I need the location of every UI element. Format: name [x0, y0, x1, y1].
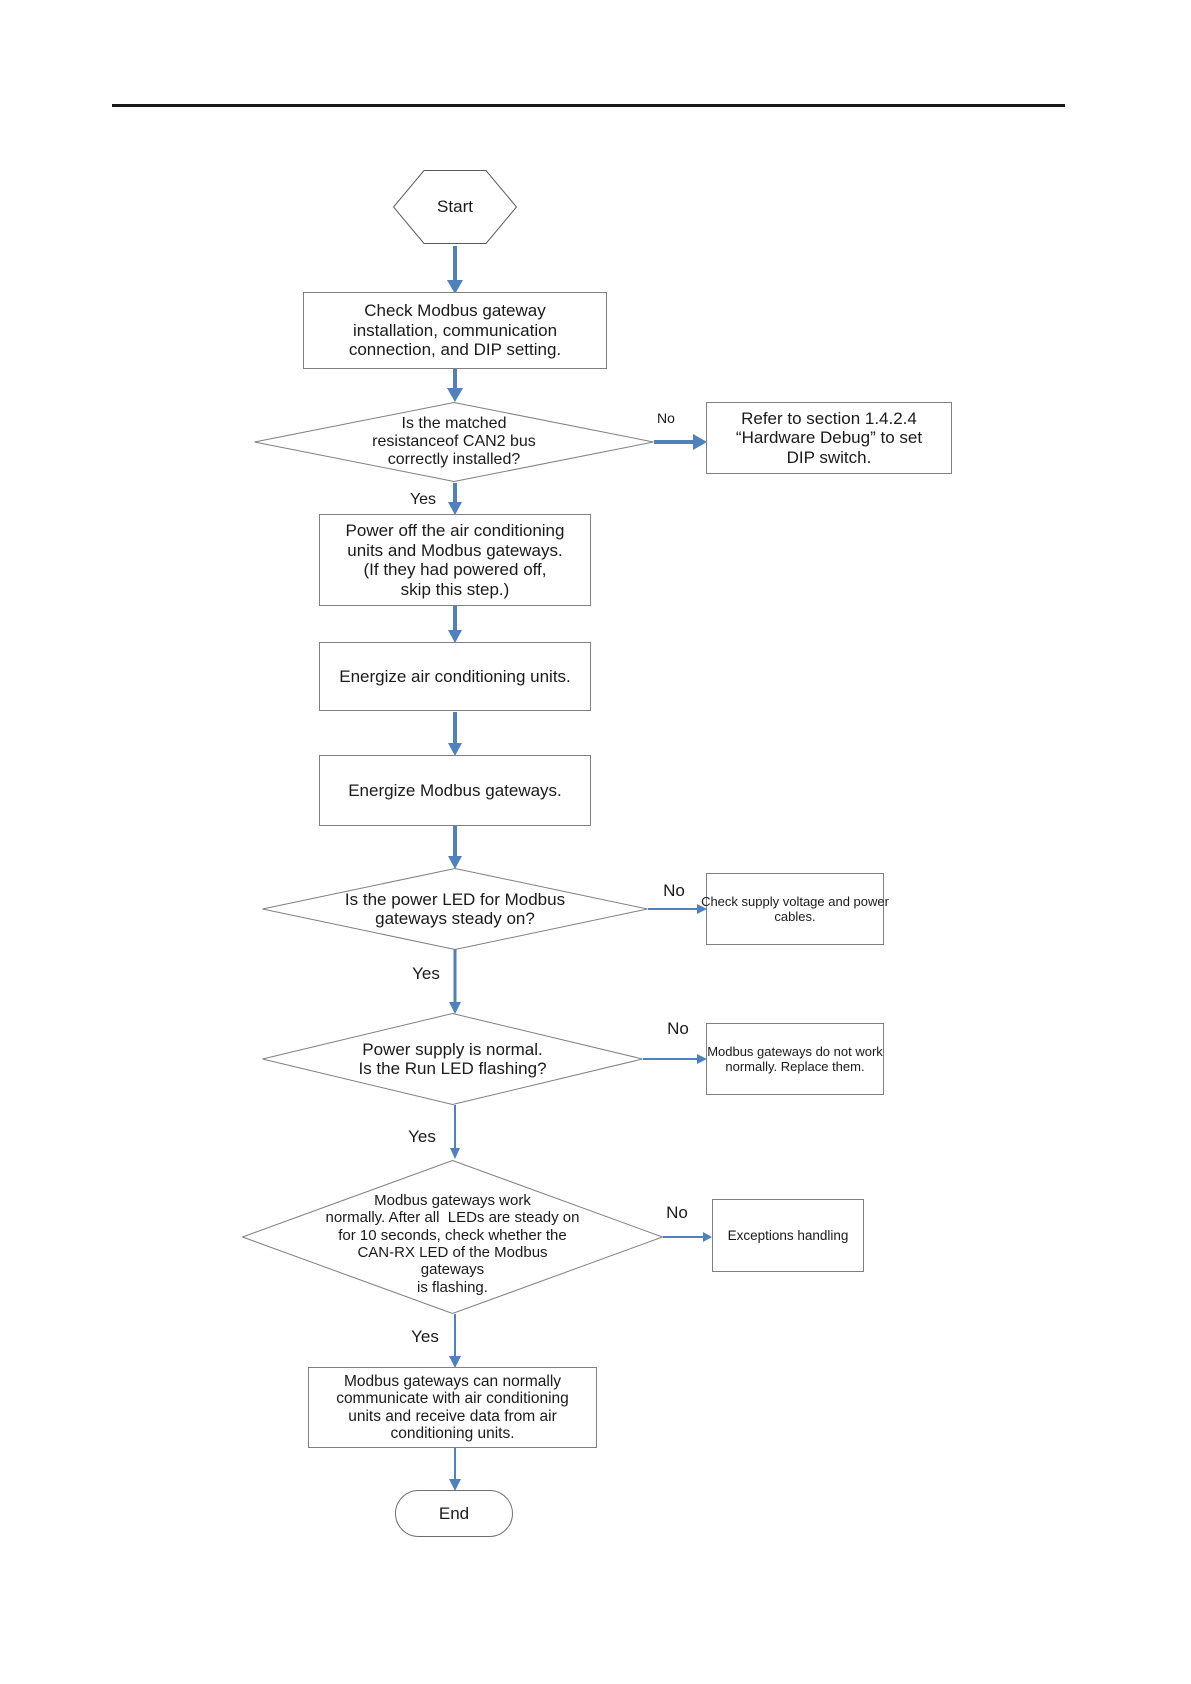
process-check-installation: Check Modbus gateway installation, commu…: [303, 292, 607, 369]
header-rule: [112, 104, 1065, 107]
process-energize-gateways-label: Energize Modbus gateways.: [348, 780, 562, 800]
decision-can-rx: Modbus gateways work normally. After all…: [242, 1160, 663, 1314]
process-energize-ac-units-label: Energize air conditioning units.: [339, 666, 571, 686]
process-exceptions-handling: Exceptions handling: [712, 1199, 864, 1272]
decision-power-led-label: Is the power LED for Modbus gateways ste…: [344, 889, 566, 929]
process-energize-gateways: Energize Modbus gateways.: [319, 755, 591, 826]
edge-label-no-can-rx: No: [666, 1203, 688, 1222]
edge-label-yes-run-led: Yes: [408, 1127, 436, 1146]
end-node: End: [395, 1490, 513, 1537]
process-energize-ac-units: Energize air conditioning units.: [319, 642, 591, 711]
process-power-off-label: Power off the air conditioning units and…: [345, 521, 565, 599]
end-label: End: [438, 1503, 470, 1523]
diamond-shape: [242, 1160, 663, 1314]
decision-matched-resistance-label: Is the matched resistanceof CAN2 bus cor…: [372, 415, 536, 468]
decision-run-led-label: Power supply is normal. Is the Run LED f…: [358, 1039, 547, 1079]
diamond-shape: [262, 868, 648, 950]
diamond-shape: [262, 1013, 643, 1105]
process-check-supply-label: Check supply voltage and power cables.: [701, 893, 889, 925]
edge-label-yes-power-led: Yes: [412, 964, 440, 983]
process-check-installation-label: Check Modbus gateway installation, commu…: [348, 301, 562, 360]
process-refer-hardware-debug: Refer to section 1.4.2.4 “Hardware Debug…: [706, 402, 952, 474]
start-node: Start: [393, 170, 517, 244]
process-replace-gateways: Modbus gateways do not work normally. Re…: [706, 1023, 884, 1095]
edge-label-yes-resistance: Yes: [409, 491, 437, 508]
diamond-shape: [254, 402, 654, 482]
process-check-supply: Check supply voltage and power cables.: [701, 873, 889, 945]
process-communicate-ok: Modbus gateways can normally communicate…: [308, 1367, 597, 1448]
process-communicate-ok-label: Modbus gateways can normally communicate…: [336, 1372, 569, 1443]
edge-label-yes-can-rx: Yes: [411, 1327, 439, 1346]
process-replace-gateways-label: Modbus gateways do not work normally. Re…: [707, 1043, 883, 1075]
hexagon-shape: [393, 170, 517, 244]
process-exceptions-handling-label: Exceptions handling: [727, 1227, 849, 1243]
decision-matched-resistance: Is the matched resistanceof CAN2 bus cor…: [254, 402, 654, 482]
edge-label-no-resistance: No: [657, 410, 675, 426]
start-label: Start: [437, 197, 473, 217]
process-power-off: Power off the air conditioning units and…: [319, 514, 591, 606]
edge-label-no-run-led: No: [667, 1019, 689, 1038]
decision-can-rx-label: Modbus gateways work normally. After all…: [325, 1192, 580, 1296]
edge-label-no-power-led: No: [663, 881, 685, 900]
process-refer-hardware-debug-label: Refer to section 1.4.2.4 “Hardware Debug…: [735, 408, 923, 467]
decision-power-led: Is the power LED for Modbus gateways ste…: [262, 868, 648, 950]
decision-run-led: Power supply is normal. Is the Run LED f…: [262, 1013, 643, 1105]
